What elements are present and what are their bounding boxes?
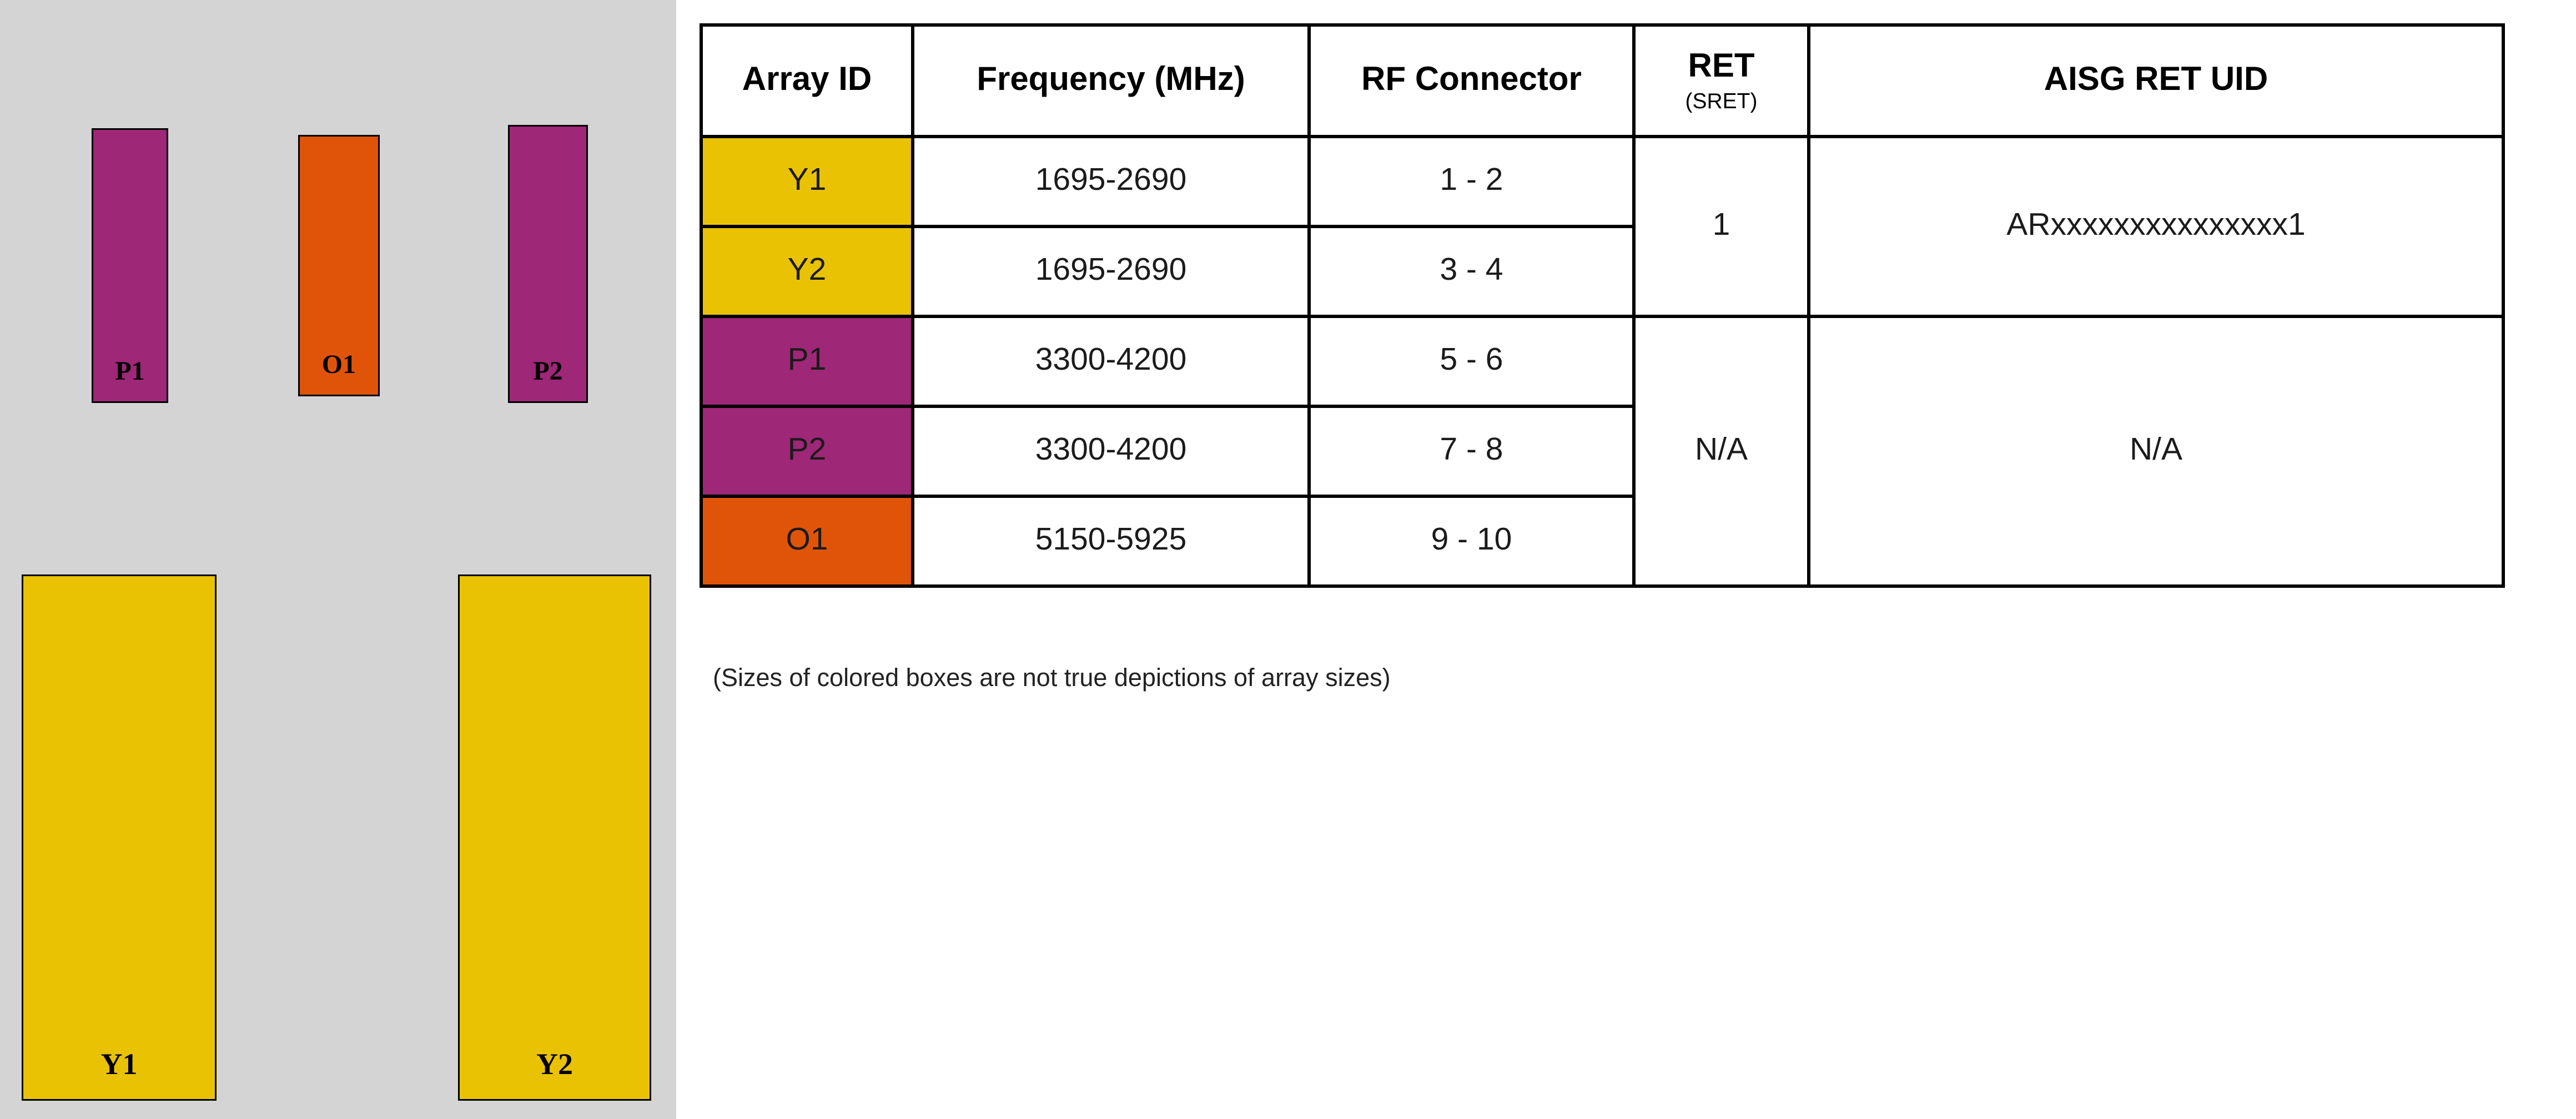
array-label-y1: Y1 (100, 1047, 138, 1081)
array-box-o1: O1 (298, 135, 380, 396)
header-ret-title: RET (1688, 48, 1755, 85)
array-label-p1: P1 (115, 358, 145, 386)
cell-ret-group-y: 1 (1632, 135, 1810, 318)
cell-rf-connector-p2: 7 - 8 (1307, 405, 1636, 498)
table-header-row: Array ID Frequency (MHz) RF Connector RE… (700, 23, 2505, 138)
cell-frequency-y2: 1695-2690 (911, 225, 1311, 318)
header-array-id: Array ID (700, 23, 914, 138)
table-row-o1: O1 5150-5925 9 - 10 (700, 495, 2503, 588)
spec-table: Array ID Frequency (MHz) RF Connector RE… (700, 23, 2505, 588)
cell-array-id-y1: Y1 (700, 135, 914, 228)
header-aisg-ret-uid: AISG RET UID (1807, 23, 2505, 138)
header-rf-connector: RF Connector (1307, 23, 1636, 138)
table-row-p1: P1 3300-4200 5 - 6 N/A N/A (700, 315, 2505, 588)
cell-frequency-p2: 3300-4200 (911, 405, 1311, 498)
cell-rf-connector-y1: 1 - 2 (1307, 135, 1636, 228)
header-ret-subtitle: (SRET) (1685, 88, 1758, 113)
cell-array-id-o1: O1 (700, 495, 914, 588)
array-box-p2: P2 (508, 125, 588, 403)
array-box-y1: Y1 (22, 574, 217, 1101)
cell-rf-connector-o1: 9 - 10 (1307, 495, 1636, 588)
cell-aisg-group-y: ARxxxxxxxxxxxxxxx1 (1807, 135, 2505, 318)
cell-frequency-y1: 1695-2690 (911, 135, 1311, 228)
table-row-y1: Y1 1695-2690 1 - 2 1 ARxxxxxxxxxxxxxxx1 (700, 135, 2505, 318)
cell-array-id-p2: P2 (700, 405, 914, 498)
array-box-y2: Y2 (458, 574, 651, 1101)
array-label-p2: P2 (533, 358, 563, 386)
table-caption: (Sizes of colored boxes are not true dep… (713, 664, 1391, 693)
array-box-p1: P1 (92, 128, 168, 403)
header-ret: RET (SRET) (1632, 23, 1810, 138)
cell-ret-group-na: N/A (1632, 315, 1810, 588)
cell-aisg-group-na: N/A (1807, 315, 2505, 588)
cell-array-id-y2: Y2 (700, 225, 914, 318)
table-row-y2: Y2 1695-2690 3 - 4 (700, 225, 2503, 318)
antenna-panel: P1 O1 P2 Y1 Y2 (0, 0, 676, 1119)
table-row-p2: P2 3300-4200 7 - 8 (700, 405, 2503, 498)
array-label-o1: O1 (321, 351, 356, 380)
cell-rf-connector-y2: 3 - 4 (1307, 225, 1636, 318)
cell-frequency-p1: 3300-4200 (911, 315, 1311, 408)
cell-frequency-o1: 5150-5925 (911, 495, 1311, 588)
cell-rf-connector-p1: 5 - 6 (1307, 315, 1636, 408)
header-frequency: Frequency (MHz) (911, 23, 1311, 138)
array-label-y2: Y2 (536, 1047, 573, 1081)
cell-array-id-p1: P1 (700, 315, 914, 408)
